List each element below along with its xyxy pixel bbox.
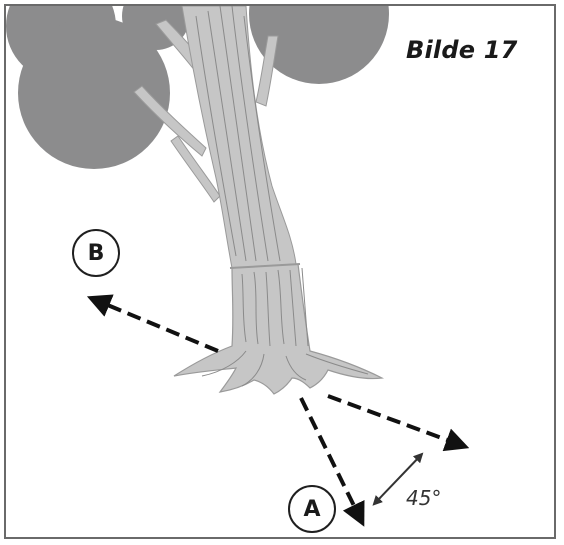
direction-b-text: B bbox=[87, 240, 105, 266]
tree-diagram bbox=[6, 6, 470, 527]
angle-label: 45° bbox=[406, 486, 442, 510]
direction-b-label: B bbox=[72, 229, 120, 277]
arrow-a bbox=[299, 397, 365, 527]
figure-title: Bilde 17 bbox=[406, 36, 518, 64]
angle-indicator bbox=[372, 452, 424, 506]
tree-stump bbox=[173, 263, 385, 395]
canopy-circle-left-large bbox=[18, 17, 170, 169]
tree-branches bbox=[133, 19, 279, 203]
tree-canopy bbox=[6, 6, 389, 169]
arrow-b bbox=[86, 294, 219, 353]
canopy-circle-right bbox=[249, 6, 389, 84]
direction-a-text: A bbox=[303, 496, 321, 522]
figure-frame: Bilde 17 B A 45° bbox=[4, 4, 556, 539]
direction-a-label: A bbox=[288, 485, 336, 533]
arrow-right bbox=[327, 394, 470, 452]
